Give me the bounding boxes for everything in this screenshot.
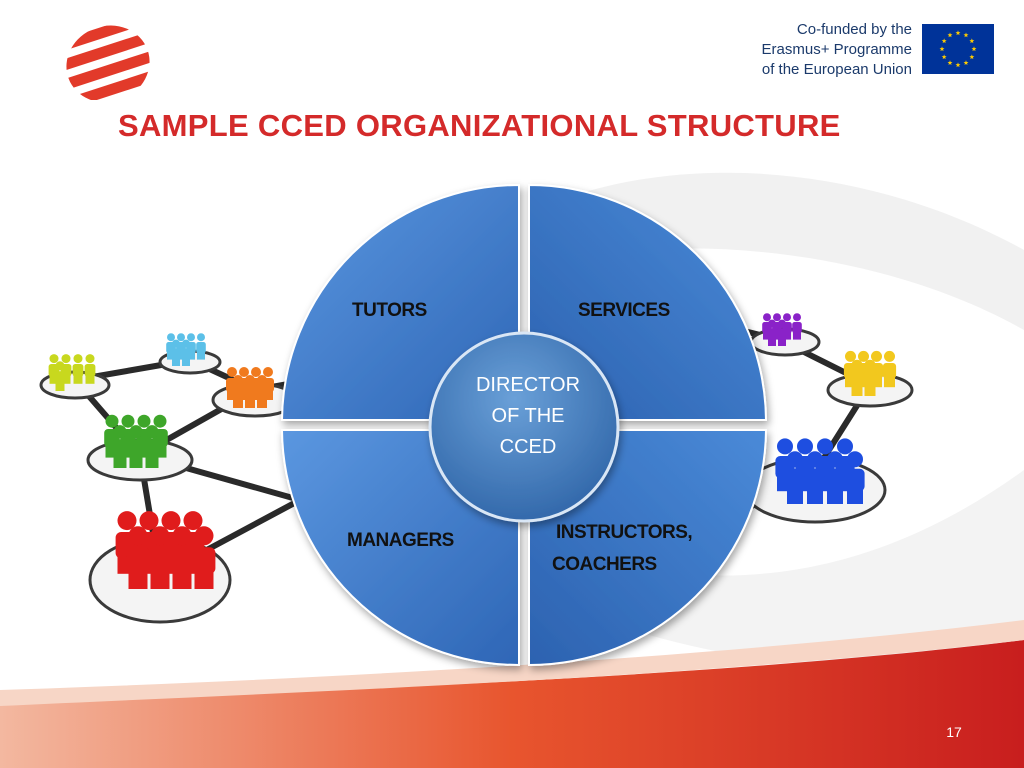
org-diagram <box>39 183 914 667</box>
eu-text-line-1: Co-funded by the <box>796 21 912 38</box>
person-icon <box>863 359 877 396</box>
eu-text-line-2: Erasmus+ Programme <box>761 41 912 58</box>
eu-star-icon <box>969 54 975 60</box>
person-icon <box>777 319 787 346</box>
eu-star-icon <box>941 54 947 60</box>
page-title: SAMPLE CCED ORGANIZATIONAL STRUCTURE <box>118 108 841 143</box>
center-line-2: OF THE <box>491 405 565 427</box>
person-icon <box>785 451 805 504</box>
person-icon <box>845 451 865 504</box>
person-icon <box>256 375 268 408</box>
person-icon <box>882 350 897 388</box>
label-instructors: INSTRUCTORS, <box>556 522 693 543</box>
label-coachers: COACHERS <box>552 554 657 575</box>
person-icon <box>244 375 256 408</box>
page-number: 17 <box>946 724 962 740</box>
eu-funding-text: Co-funded by the Erasmus+ Programme of t… <box>740 20 912 80</box>
person-icon <box>126 526 150 589</box>
person-icon <box>850 359 864 396</box>
center-label: DIRECTOR OF THE CCED <box>470 370 586 463</box>
person-icon <box>144 425 160 468</box>
eu-star-icon <box>963 32 969 38</box>
eu-star-icon <box>939 46 945 52</box>
eu-star-icon <box>947 32 953 38</box>
logo-icon <box>60 20 160 100</box>
person-icon <box>232 375 244 408</box>
person-icon <box>148 526 172 589</box>
person-icon <box>805 451 825 504</box>
eu-star-icon <box>971 46 977 52</box>
person-icon <box>54 361 66 391</box>
person-icon <box>128 425 144 468</box>
label-services: SERVICES <box>578 300 670 321</box>
person-icon <box>171 339 181 366</box>
label-tutors: TUTORS <box>352 300 427 321</box>
eu-star-icon <box>947 60 953 65</box>
eu-text-line-3: of the European Union <box>761 61 912 78</box>
person-icon <box>825 451 845 504</box>
eu-flag-icon <box>922 24 994 74</box>
eu-star-icon <box>941 38 947 44</box>
eu-star-icon <box>955 62 961 68</box>
person-icon <box>181 339 191 366</box>
center-line-1: DIRECTOR <box>475 374 581 396</box>
person-icon <box>112 425 128 468</box>
person-icon <box>767 319 777 346</box>
person-icon <box>196 333 206 360</box>
label-managers: MANAGERS <box>347 530 454 551</box>
center-line-3: CCED <box>499 436 557 458</box>
people-groups <box>48 313 897 589</box>
person-icon <box>792 313 802 340</box>
person-icon <box>170 526 194 589</box>
eu-star-icon <box>955 30 961 36</box>
center-hub <box>428 331 620 523</box>
eu-star-icon <box>963 60 969 65</box>
eu-star-icon <box>969 38 975 44</box>
person-icon <box>72 354 84 384</box>
person-icon <box>192 526 216 589</box>
person-icon <box>84 354 96 384</box>
